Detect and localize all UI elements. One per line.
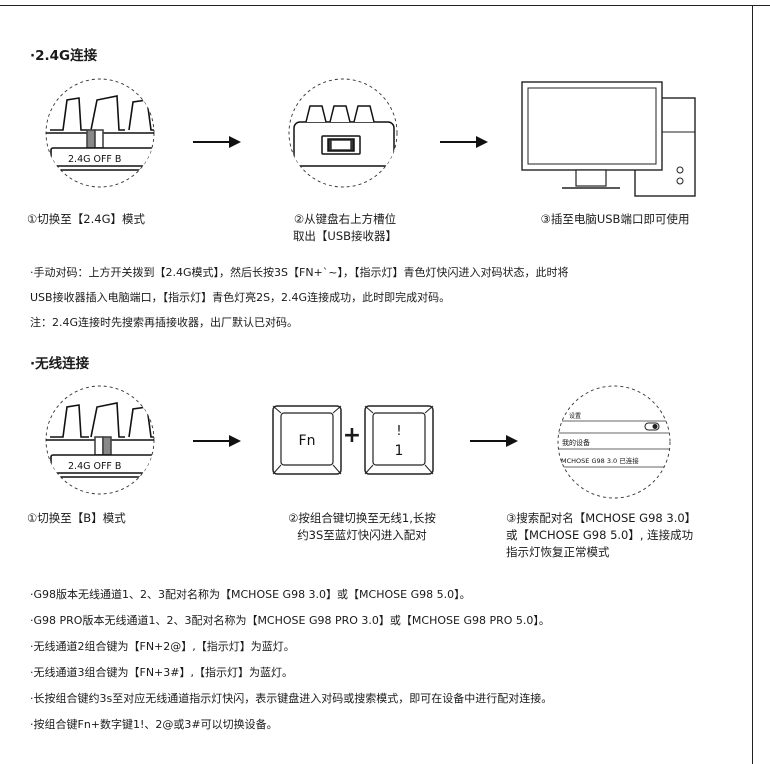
section-title-24g: ·2.4G连接 <box>30 48 98 64</box>
caption-step1-wireless: ①切换至【B】模式 <box>27 511 126 525</box>
caption-step2-24g-line2: 取出【USB接收器】 <box>292 229 398 243</box>
caption-step3-wireless-line2: 或【MCHOSE G98 5.0】, 连接成功 <box>506 528 694 542</box>
fn-key-icon: Fn <box>272 405 342 475</box>
bluetooth-settings-illustration: 设置 我的设备 MCHOSE G98 3.0 已连接 <box>557 385 671 499</box>
caption-step1-24g: ①切换至【2.4G】模式 <box>27 212 146 226</box>
arrow-icon <box>193 136 241 148</box>
key-1-icon: ! 1 <box>364 405 434 475</box>
settings-title: 设置 <box>569 412 581 420</box>
caption-step2-24g-line1: ②从键盘右上方槽位 <box>293 212 397 226</box>
arrow-icon <box>440 136 488 148</box>
paragraph-manual-pairing-2: USB接收器插入电脑端口，【指示灯】青色灯亮2S，2.4G连接成功，此时即完成对… <box>30 291 451 304</box>
bullet-channel2: ·无线通道2组合键为【FN+2@】,【指示灯】为蓝灯。 <box>30 640 295 653</box>
note-24g: 注：2.4G连接时先搜索再插接收器，出厂默认已对码。 <box>30 316 299 329</box>
fn-key-label: Fn <box>299 433 316 449</box>
arrow-icon <box>470 435 518 447</box>
caption-step2-wireless-line1: ②按组合键切换至无线1,长按 <box>288 511 436 525</box>
bullet-g98-pairing-names: ·G98版本无线通道1、2、3配对名称为【MCHOSE G98 3.0】或【MC… <box>30 588 471 601</box>
plus-sign: + <box>342 423 362 448</box>
device-entry: MCHOSE G98 3.0 已连接 <box>561 456 639 465</box>
bullet-switch-device: ·按组合键Fn+数字键1!、2@或3#可以切换设备。 <box>30 718 278 731</box>
key-1-top-label: ! <box>396 424 401 439</box>
bullet-channel3: ·无线通道3组合键为【FN+3#】,【指示灯】为蓝灯。 <box>30 666 293 679</box>
caption-step3-wireless-line3: 指示灯恢复正常模式 <box>506 545 610 559</box>
arrow-icon <box>193 435 241 447</box>
caption-step2-wireless-line2: 约3S至蓝灯快闪进入配对 <box>297 528 427 542</box>
paragraph-manual-pairing-1: ·手动对码：上方开关拨到【2.4G模式】，然后长按3S【FN+`~】，【指示灯】… <box>30 266 569 279</box>
page-right-border <box>752 5 753 764</box>
key-1-bottom-label: 1 <box>395 443 404 459</box>
switch-label-24g: 2.4G OFF B <box>68 154 121 165</box>
my-devices-label: 我的设备 <box>562 438 590 447</box>
switch-illustration-24g: 2.4G OFF B <box>45 78 155 188</box>
page-top-border <box>0 5 770 6</box>
caption-step3-24g: ③插至电脑USB端口即可使用 <box>540 212 690 226</box>
computer-icon <box>521 81 696 197</box>
bullet-long-press: ·长按组合键约3s至对应无线通道指示灯快闪，表示键盘进入对码或搜索模式，即可在设… <box>30 692 553 705</box>
switch-illustration-wireless: 2.4G OFF B <box>45 385 155 495</box>
caption-step3-wireless-line1: ③搜索配对名【MCHOSE G98 3.0】 <box>506 511 697 525</box>
switch-label-wireless: 2.4G OFF B <box>68 461 121 472</box>
section-title-wireless: ·无线连接 <box>30 356 90 372</box>
usb-receiver-slot-illustration <box>288 78 398 188</box>
bullet-g98pro-pairing-names: ·G98 PRO版本无线通道1、2、3配对名称为【MCHOSE G98 PRO … <box>30 614 550 627</box>
